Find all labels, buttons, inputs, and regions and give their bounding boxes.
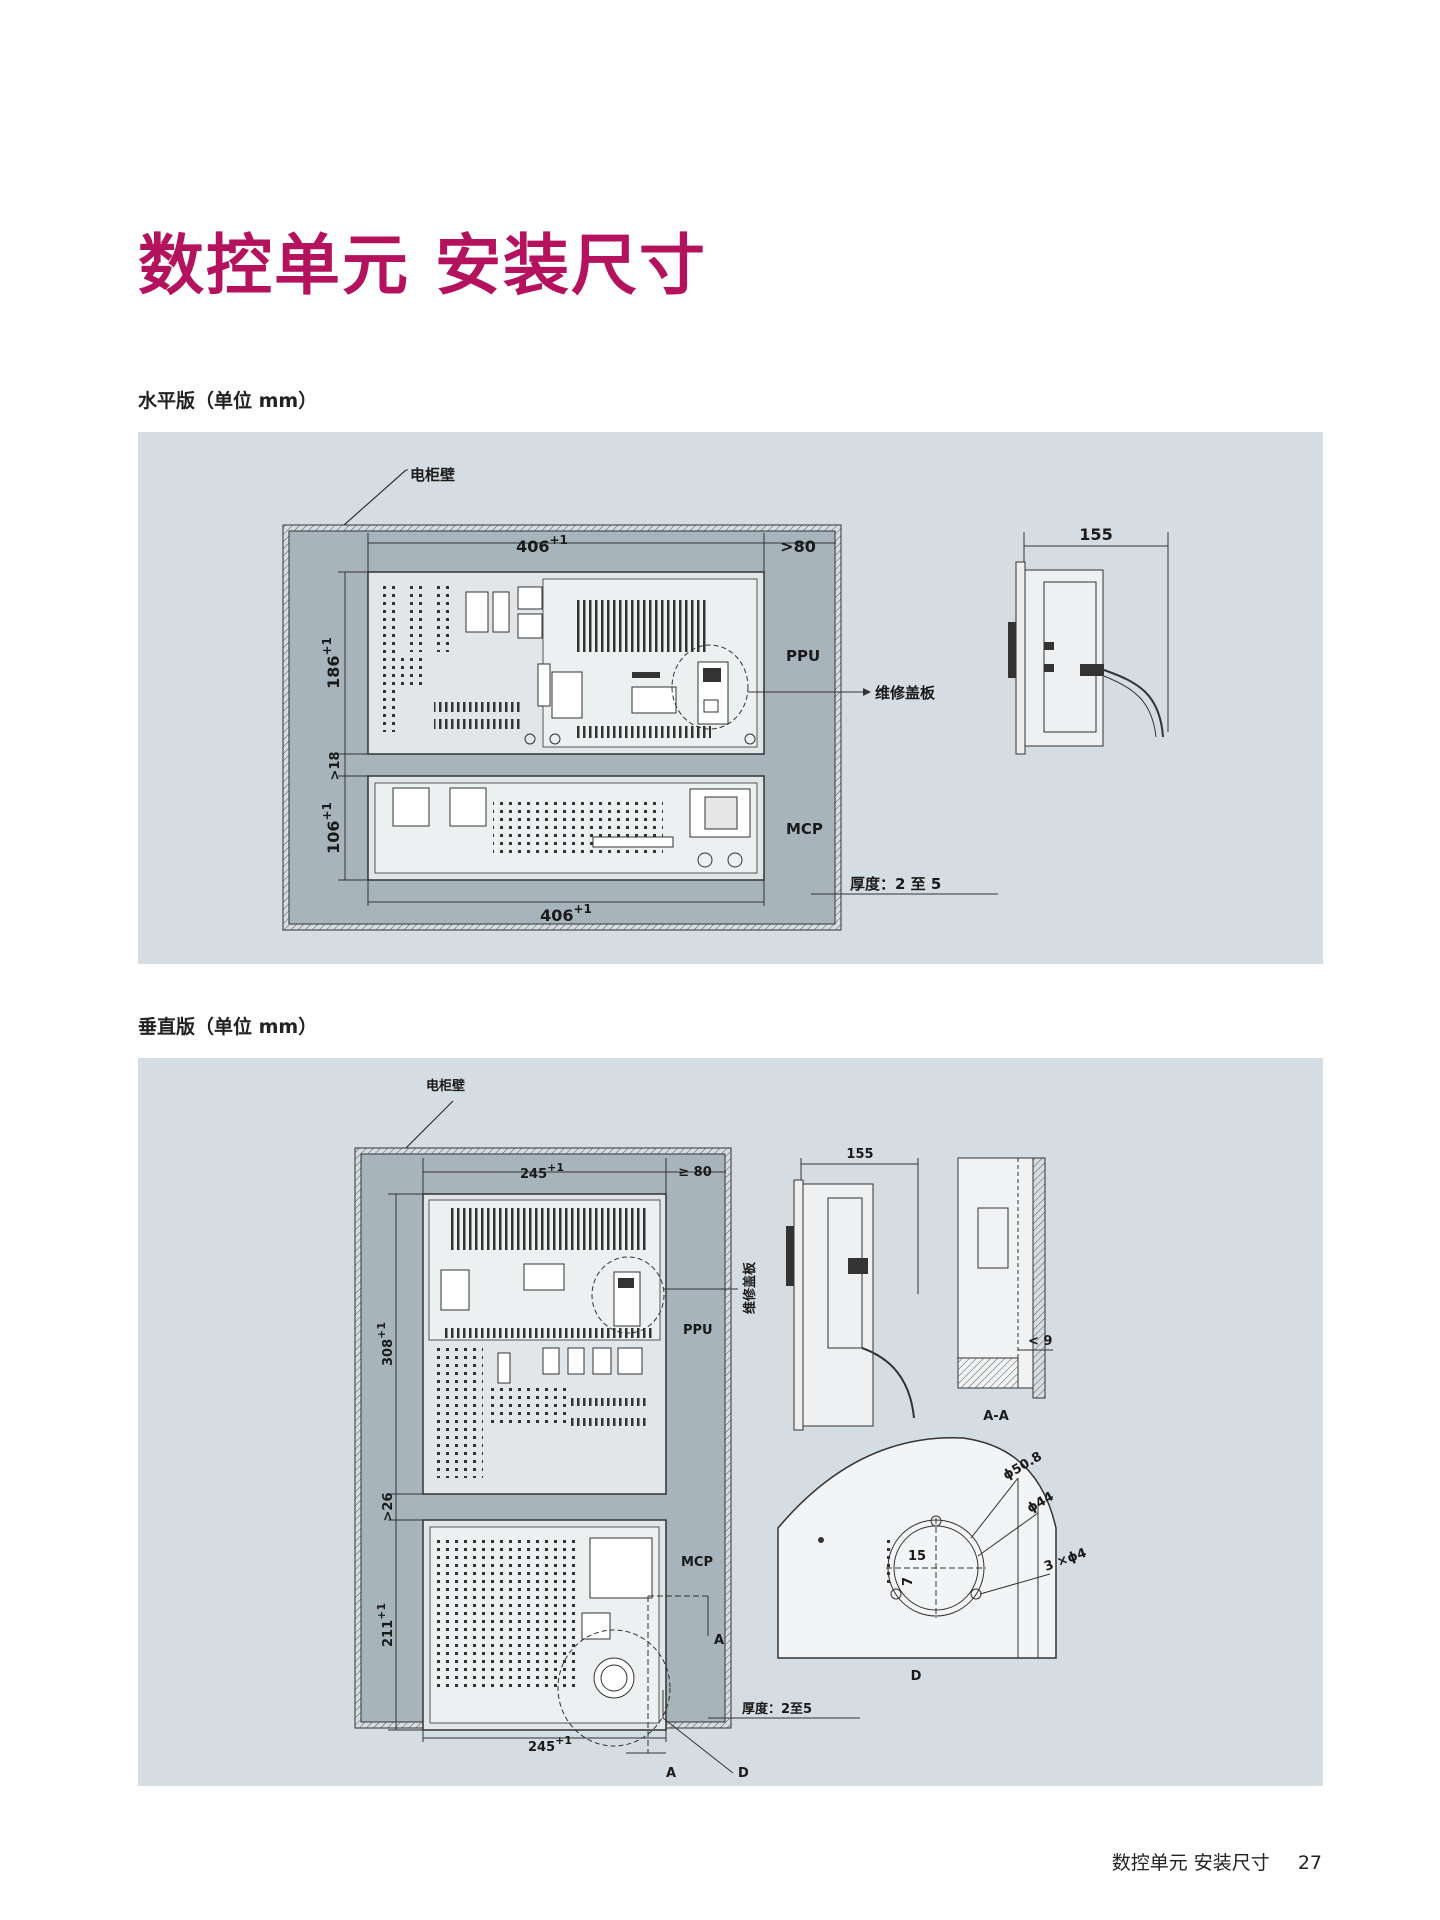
svg-text:308+1: 308+1 (375, 1322, 396, 1366)
v-ppu-label: PPU (683, 1323, 713, 1338)
v-section-label: A-A (983, 1409, 1009, 1424)
v-detail-label: D (911, 1669, 922, 1684)
vertical-drawing: 电柜壁 245+1 ≥ 80 PPU (354, 1078, 1089, 1781)
page-number: 27 (1297, 1852, 1322, 1874)
h-width-top-tol: +1 (550, 533, 568, 547)
h-width-top: 406 (516, 537, 549, 556)
v-ppu-module (422, 1193, 667, 1495)
svg-text:106+1: 106+1 (320, 802, 343, 854)
ppu-module (367, 571, 765, 755)
svg-text:406+1: 406+1 (516, 533, 568, 556)
v-mcp-height-tol: +1 (375, 1603, 388, 1620)
cabinet-wall-label: 电柜壁 (410, 466, 455, 484)
h-clearance-right: >80 (780, 537, 816, 556)
footer-title: 数控单元 安装尺寸 (1111, 1852, 1270, 1874)
h-ppu-label: PPU (786, 647, 820, 665)
h-gap: >18 (328, 752, 343, 781)
v-ppu-height: 308 (381, 1339, 396, 1366)
v-side-view (786, 1158, 919, 1431)
vertical-section-heading: 垂直版（单位 mm） (138, 1016, 318, 1038)
v-mark-d: D (738, 1766, 749, 1781)
v-width-top: 245 (520, 1167, 547, 1182)
h-ppu-height-tol: +1 (320, 637, 334, 655)
svg-text:211+1: 211+1 (375, 1603, 396, 1647)
h-mcp-label: MCP (786, 820, 823, 838)
horizontal-section-heading: 水平版（单位 mm） (138, 390, 318, 412)
v-mark-a-bottom: A (666, 1766, 676, 1781)
h-cover-label: 维修盖板 (875, 684, 936, 702)
h-ppu-height: 186 (324, 656, 343, 689)
v-width-top-tol: +1 (547, 1161, 564, 1174)
h-mcp-height: 106 (324, 821, 343, 854)
v-d7: 7 (901, 1577, 916, 1586)
svg-text:245+1: 245+1 (520, 1161, 564, 1182)
v-clearance-right: ≥ 80 (678, 1165, 712, 1180)
v-mcp-module (422, 1519, 671, 1747)
v-detail-d (777, 1437, 1057, 1659)
horizontal-drawing-panel: 电柜壁 406+1 >80 (138, 432, 1323, 964)
h-mcp-height-tol: +1 (320, 802, 334, 820)
h-width-bottom-tol: +1 (574, 902, 592, 916)
v-ppu-height-tol: +1 (375, 1322, 388, 1339)
mcp-module (367, 775, 765, 881)
h-width-bottom: 406 (540, 906, 573, 925)
v-mark-a-right: A (714, 1633, 724, 1648)
v-width-bottom-tol: +1 (555, 1734, 572, 1747)
v-side-depth: 155 (846, 1147, 873, 1162)
h-thickness: 厚度：2 至 5 (850, 875, 941, 893)
v-mcp-label: MCP (681, 1555, 713, 1570)
page-title: 数控单元 安装尺寸 (138, 227, 707, 304)
v-mcp-height: 211 (381, 1620, 396, 1647)
h-side-view (1008, 532, 1169, 755)
v-thickness: 厚度：2至5 (742, 1701, 812, 1717)
v-width-bottom: 245 (528, 1740, 555, 1755)
svg-text:186+1: 186+1 (320, 637, 343, 689)
v-cabinet-wall-label: 电柜壁 (426, 1078, 465, 1094)
horizontal-drawing: 电柜壁 406+1 >80 (282, 466, 1169, 931)
v-cover-label: 维修盖板 (742, 1261, 758, 1314)
page-footer: 数控单元 安装尺寸 27 (1106, 1848, 1322, 1875)
v-lt9: < 9 (1028, 1334, 1052, 1349)
v-section-aa (957, 1157, 1046, 1399)
h-side-depth: 155 (1079, 525, 1112, 544)
v-gap: >26 (381, 1493, 396, 1522)
svg-text:245+1: 245+1 (528, 1734, 572, 1755)
v-d15: 15 (908, 1549, 926, 1564)
svg-text:406+1: 406+1 (540, 902, 592, 925)
vertical-drawing-panel: 电柜壁 245+1 ≥ 80 PPU (138, 1058, 1323, 1786)
